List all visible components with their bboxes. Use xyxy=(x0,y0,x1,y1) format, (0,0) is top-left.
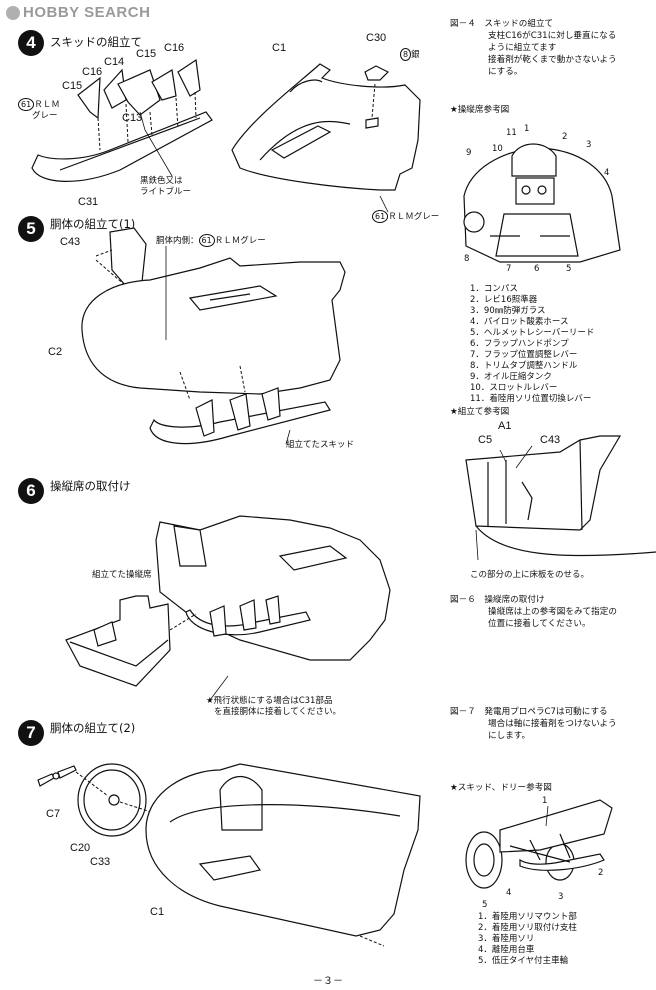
list-item: 5．低圧タイヤ付主車輪 xyxy=(478,956,569,966)
label-c43-step5: C43 xyxy=(60,236,81,248)
cockpit-ref-title: ★操縦席参考図 xyxy=(450,105,510,115)
flight-note: ★飛行状態にする場合はC31部品 を直接胴体に接着してください。 xyxy=(206,696,341,717)
step7-title: 胴体の組立て(2) xyxy=(50,721,136,735)
cockpit-legend: 1．コンパス 2．レビ16照準器 3．90㎜防弾ガラス 4．パイロット酸素ホース… xyxy=(470,284,594,405)
paint-code-badge: 8 xyxy=(400,48,412,61)
list-item: 10．スロットルレバー xyxy=(470,383,558,393)
label-c30: C30 xyxy=(366,32,387,44)
cockpit-num-3: 3 xyxy=(586,140,592,150)
list-item: 11．着陸用ソリ位置切換レバー xyxy=(470,394,592,404)
list-item: 2．着陸用ソリ取付け支柱 xyxy=(478,923,577,933)
cockpit-num-9: 9 xyxy=(466,148,472,158)
cockpit-num-7: 7 xyxy=(506,264,512,274)
step5-title: 胴体の組立て(1) xyxy=(50,217,136,231)
floor-caption: この部分の上に床板をのせる。 xyxy=(470,570,590,580)
list-item: 7．フラップ位置調整レバー xyxy=(470,350,578,360)
list-item: 3．着陸用ソリ xyxy=(478,934,535,944)
list-item: 8．トリムタブ調整ハンドル xyxy=(470,361,578,371)
list-item: 1．コンパス xyxy=(470,284,518,294)
label-c43-ref: C43 xyxy=(540,434,561,446)
label-c1-step4: C1 xyxy=(272,42,287,54)
label-assembled-cockpit: 組立てた操縦席 xyxy=(92,570,152,580)
step7-number: 7 xyxy=(18,720,44,746)
cockpit-num-2: 2 xyxy=(562,132,568,142)
label-c15-left: C15 xyxy=(62,80,83,92)
label-c31: C31 xyxy=(78,196,99,208)
step4-title: スキッドの組立て xyxy=(50,35,142,49)
hobby-search-logo-icon xyxy=(6,5,20,20)
cockpit-num-8: 8 xyxy=(464,254,470,264)
cockpit-num-10: 10 xyxy=(492,144,503,154)
list-item: 3．90㎜防弾ガラス xyxy=(470,306,546,316)
step4-number: 4 xyxy=(18,30,44,56)
label-c2: C2 xyxy=(48,346,63,358)
label-assembled-skid: 組立てたスキッド xyxy=(286,440,355,450)
skid-num-3: 3 xyxy=(558,892,564,902)
cockpit-num-11: 11 xyxy=(506,128,517,138)
skid-ref-title: ★スキッド、ドリー参考図 xyxy=(450,783,552,793)
list-item: 6．フラップハンドポンプ xyxy=(470,339,569,349)
fig4-note: 図－４ スキッドの組立て 支柱C16がC31に対し垂直になる ように組立てます … xyxy=(450,19,617,77)
list-item: 9．オイル圧縮タンク xyxy=(470,372,552,382)
list-item: 4．離陸用台車 xyxy=(478,945,535,955)
skid-num-5: 5 xyxy=(482,900,488,910)
list-item: 1．着陸用ソリマウント部 xyxy=(478,912,577,922)
label-c15-right: C15 xyxy=(136,48,157,60)
skid-legend: 1．着陸用ソリマウント部 2．着陸用ソリ取付け支柱 3．着陸用ソリ 4．離陸用台… xyxy=(478,912,577,967)
skid-num-1: 1 xyxy=(542,796,548,806)
label-c14: C14 xyxy=(104,56,125,68)
label-c1-step7: C1 xyxy=(150,906,165,918)
step6-title: 操縦席の取付け xyxy=(50,479,131,493)
label-c13: C13 xyxy=(122,112,143,124)
paint-code-badge: 61 xyxy=(372,210,389,223)
skid-num-4: 4 xyxy=(506,888,512,898)
label-c5: C5 xyxy=(478,434,493,446)
fig6-note: 図－６ 操縦席の取付け 操縦席は上の参考図をみて指定の 位置に接着してください。 xyxy=(450,595,617,629)
list-item: 2．レビ16照準器 xyxy=(470,295,538,305)
cockpit-num-5: 5 xyxy=(566,264,572,274)
cockpit-num-1: 1 xyxy=(524,124,530,134)
assembly-ref-title: ★組立て参考図 xyxy=(450,407,510,417)
list-item: 5．ヘルメットレシーバーリード xyxy=(470,328,595,338)
step6-number: 6 xyxy=(18,478,44,504)
page-number: －３－ xyxy=(313,976,343,987)
cockpit-num-6: 6 xyxy=(534,264,540,274)
watermark: HOBBY SEARCH xyxy=(6,4,150,21)
label-c7: C7 xyxy=(46,808,61,820)
cockpit-num-4: 4 xyxy=(604,168,610,178)
fig7-note: 図－７ 発電用プロペラC7は可動にする 場合は軸に接着剤をつけないよう にします… xyxy=(450,707,617,741)
paint-code-badge: 61 xyxy=(198,234,215,247)
step5-number: 5 xyxy=(18,216,44,242)
label-c33: C33 xyxy=(90,856,111,868)
skid-num-2: 2 xyxy=(598,868,604,878)
label-a1: A1 xyxy=(498,420,512,432)
label-c16-left: C16 xyxy=(82,66,103,78)
paint-black-iron: 黒鉄色又は ライトブルー xyxy=(140,176,192,197)
label-c20: C20 xyxy=(70,842,91,854)
label-c16-right: C16 xyxy=(164,42,185,54)
list-item: 4．パイロット酸素ホース xyxy=(470,317,569,327)
